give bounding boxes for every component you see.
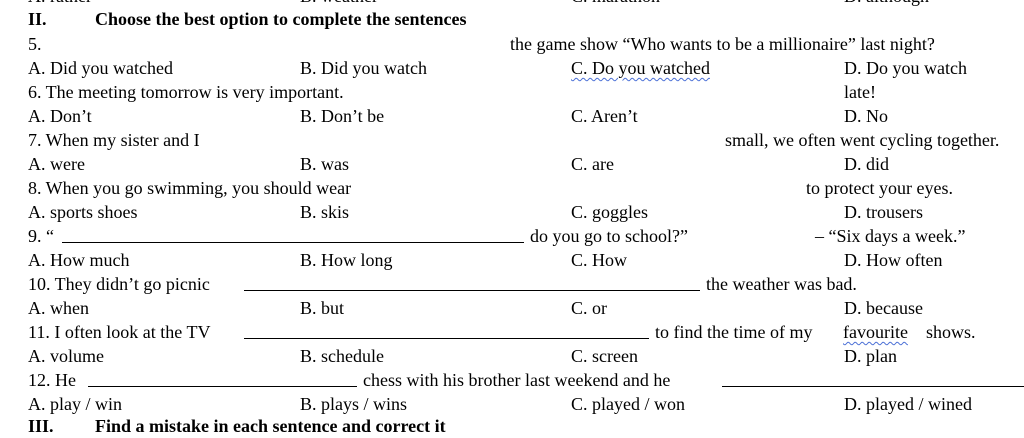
question-text-end-3: shows.: [926, 322, 976, 342]
question-5: 5. the game show “Who wants to be a mill…: [0, 32, 1024, 56]
question-10-options: A. when B. but C. or D. because: [0, 296, 1024, 320]
section-number: II.: [28, 9, 47, 29]
question-8: 8. When you go swimming, you should wear…: [0, 176, 1024, 200]
question-text: 8. When you go swimming, you should wear: [28, 178, 352, 198]
option-b: B. How long: [300, 250, 393, 270]
option-c: C. Aren’t: [571, 106, 638, 126]
question-text-end: – “Six days a week.”: [815, 226, 966, 246]
option-a: A. sports shoes: [28, 202, 138, 222]
option-b: B. but: [300, 298, 345, 318]
option-c: C. screen: [571, 346, 638, 366]
option-a: A. volume: [28, 346, 104, 366]
section-title: Find a mistake in each sentence and corr…: [95, 416, 446, 436]
answer-blank-1: [88, 386, 357, 387]
question-text: 7. When my sister and I: [28, 130, 200, 150]
section-number: III.: [28, 416, 54, 436]
question-text-end: to protect your eyes.: [806, 178, 953, 198]
question-text: 6. The meeting tomorrow is very importan…: [28, 82, 344, 102]
option-b: B. was: [300, 154, 349, 174]
option-a: A. when: [28, 298, 89, 318]
previous-question-options: A. rather B. weather C. marathon D. alth…: [0, 0, 1024, 6]
question-number: 5.: [28, 34, 42, 54]
answer-blank: [62, 242, 524, 243]
option-c: C. or: [571, 298, 607, 318]
option-b: B. weather: [300, 0, 378, 8]
next-section-heading: III. Find a mistake in each sentence and…: [0, 414, 1024, 438]
option-b: B. Don’t be: [300, 106, 385, 126]
option-c: C. How: [571, 250, 628, 270]
option-b: B. plays / wins: [300, 394, 408, 414]
question-text-end: late!: [844, 82, 876, 102]
option-c: C. goggles: [571, 202, 649, 222]
question-text: 12. He: [28, 370, 76, 390]
option-d: D. did: [844, 154, 889, 174]
answer-blank: [244, 338, 649, 339]
question-8-options: A. sports shoes B. skis C. goggles D. tr…: [0, 200, 1024, 224]
answer-blank: [244, 290, 700, 291]
question-12-options: A. play / win B. plays / wins C. played …: [0, 392, 1024, 416]
option-a: A. How much: [28, 250, 130, 270]
question-9-options: A. How much B. How long C. How D. How of…: [0, 248, 1024, 272]
option-c: C. Do you watched: [571, 58, 710, 78]
option-a: A. were: [28, 154, 85, 174]
question-5-options: A. Did you watched B. Did you watch C. D…: [0, 56, 1024, 80]
question-text-end: small, we often went cycling together.: [725, 130, 1000, 150]
option-d: D. How often: [844, 250, 943, 270]
section-heading: II. Choose the best option to complete t…: [0, 7, 1024, 31]
question-text-middle: chess with his brother last weekend and …: [363, 370, 671, 390]
option-d: D. plan: [844, 346, 897, 366]
question-6-options: A. Don’t B. Don’t be C. Aren’t D. No: [0, 104, 1024, 128]
question-6: 6. The meeting tomorrow is very importan…: [0, 80, 1024, 104]
section-title: Choose the best option to complete the s…: [95, 9, 467, 29]
option-b: B. Did you watch: [300, 58, 427, 78]
option-b: B. schedule: [300, 346, 384, 366]
option-d: D. although: [844, 0, 929, 8]
option-d: D. No: [844, 106, 888, 126]
answer-blank-2: [722, 386, 1024, 387]
question-11-options: A. volume B. schedule C. screen D. plan: [0, 344, 1024, 368]
option-c: C. are: [571, 154, 614, 174]
question-7: 7. When my sister and I small, we often …: [0, 128, 1024, 152]
question-12: 12. He chess with his brother last weeke…: [0, 368, 1024, 392]
question-7-options: A. were B. was C. are D. did: [0, 152, 1024, 176]
question-text: 9. “: [28, 226, 54, 246]
question-9: 9. “ do you go to school?” – “Six days a…: [0, 224, 1024, 248]
option-a: A. play / win: [28, 394, 122, 414]
question-text-end: the weather was bad.: [706, 274, 857, 294]
option-d: D. because: [844, 298, 923, 318]
option-c: C. played / won: [571, 394, 685, 414]
option-b: B. skis: [300, 202, 350, 222]
option-a: A. rather: [28, 0, 92, 8]
question-text: the game show “Who wants to be a million…: [510, 34, 935, 54]
option-a: A. Did you watched: [28, 58, 173, 78]
question-text: 11. I often look at the TV: [28, 322, 211, 342]
question-10: 10. They didn’t go picnic the weather wa…: [0, 272, 1024, 296]
question-text-end-1: to find the time of my: [655, 322, 813, 342]
question-text: 10. They didn’t go picnic: [28, 274, 210, 294]
question-text-middle: do you go to school?”: [530, 226, 688, 246]
option-d: D. trousers: [844, 202, 923, 222]
option-a: A. Don’t: [28, 106, 92, 126]
option-d: D. Do you watch: [844, 58, 967, 78]
option-c: C. marathon: [571, 0, 660, 8]
question-11: 11. I often look at the TV to find the t…: [0, 320, 1024, 344]
option-d: D. played / wined: [844, 394, 972, 414]
question-text-end-2: favourite: [843, 322, 908, 342]
